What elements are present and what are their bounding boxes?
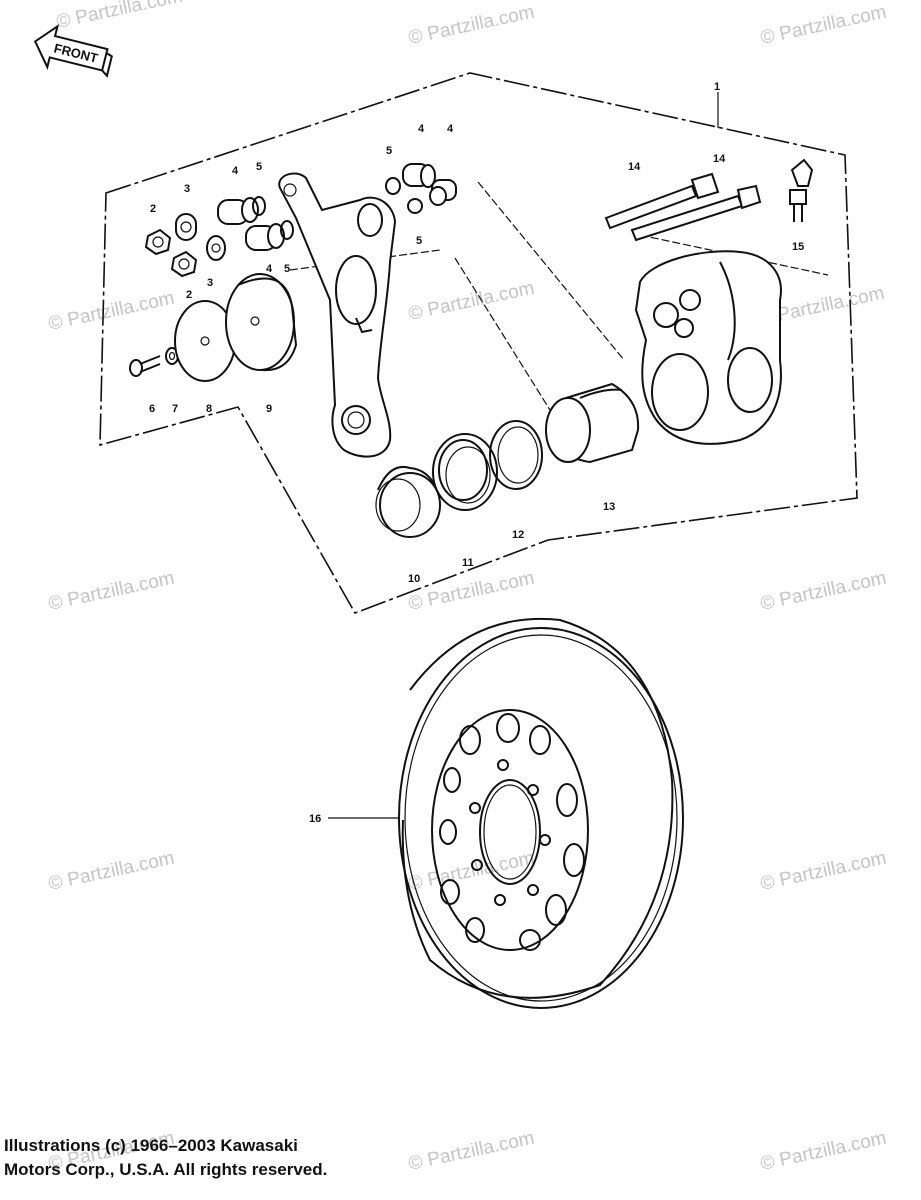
part-3-bushing-upper [175, 213, 197, 241]
callout-14: 14 [628, 161, 641, 173]
watermark: © Partzilla.com [55, 0, 185, 33]
part-5-ring-b [280, 220, 294, 240]
watermark: © Partzilla.com [759, 848, 889, 895]
callout-16: 16 [309, 813, 321, 825]
callout-4: 4 [418, 123, 425, 135]
watermark: © Partzilla.com [407, 2, 537, 49]
part-14-bolt-a [604, 172, 720, 230]
callout-9: 9 [266, 403, 272, 415]
watermark: © Partzilla.com [759, 1128, 889, 1175]
part-4-pin-a [217, 197, 259, 225]
watermark: © Partzilla.com [47, 288, 177, 335]
part-5-ring-d [407, 198, 423, 214]
part-4-pin-c [402, 163, 436, 188]
callout-5: 5 [256, 161, 262, 173]
copyright-notice: Illustrations (c) 1966–2003 Kawasaki Mot… [4, 1134, 327, 1182]
callout-3: 3 [207, 277, 213, 289]
copyright-line-2: Motors Corp., U.S.A. All rights reserved… [4, 1160, 328, 1179]
part-3-bushing-lower [206, 235, 226, 261]
caliper-bracket [278, 172, 397, 458]
copyright-line-1: Illustrations (c) 1966–2003 Kawasaki [4, 1136, 298, 1155]
callout-15: 15 [792, 241, 804, 253]
callout-3: 3 [184, 183, 190, 195]
callout-11: 11 [462, 557, 474, 569]
part-11-seal [432, 433, 498, 511]
part-10-cup [375, 466, 441, 538]
watermark: © Partzilla.com [47, 848, 177, 895]
part-13-piston [545, 382, 640, 464]
watermark-layer: © Partzilla.com © Partzilla.com © Partzi… [47, 0, 889, 1175]
callout-12: 12 [512, 529, 524, 541]
watermark: © Partzilla.com [47, 568, 177, 615]
callout-6: 6 [149, 403, 155, 415]
callout-7: 7 [172, 403, 178, 415]
callout-5: 5 [284, 263, 290, 275]
part-12-ring [489, 420, 543, 490]
part-5-ring-c [385, 177, 401, 195]
watermark: © Partzilla.com [407, 1128, 537, 1175]
watermark: © Partzilla.com [407, 848, 537, 895]
callout-1: 1 [714, 81, 720, 93]
watermark: © Partzilla.com [407, 278, 537, 325]
watermark: © Partzilla.com [407, 568, 537, 615]
callout-4: 4 [266, 263, 273, 275]
caliper-body [634, 250, 782, 445]
leader-lines [289, 92, 829, 819]
part-14-bolt-b [630, 184, 762, 242]
callout-8: 8 [206, 403, 212, 415]
watermark: © Partzilla.com [759, 2, 889, 49]
part-16-brake-disc [398, 617, 684, 1009]
part-4-pin-d [429, 179, 457, 206]
front-arrow-icon [33, 24, 109, 72]
part-2-nut-lower [170, 250, 198, 278]
callout-13: 13 [603, 501, 615, 513]
part-4-pin-b [245, 223, 285, 251]
callout-10: 10 [408, 573, 420, 585]
callout-5: 5 [416, 235, 422, 247]
caliper-assembly-boundary [99, 72, 858, 614]
callout-5: 5 [386, 145, 392, 157]
callout-4: 4 [232, 165, 239, 177]
part-9-cap [225, 273, 298, 372]
part-2-nut-upper [144, 228, 172, 256]
front-arrow: FRONT [33, 24, 113, 78]
callout-2: 2 [150, 203, 156, 215]
part-6-screw [129, 355, 161, 377]
part-15-bleeder [789, 158, 814, 222]
callouts: 1 2 2 3 3 4 4 4 4 5 5 5 5 6 7 8 9 10 11 … [149, 81, 804, 825]
part-5-ring-a [252, 196, 266, 216]
watermark: © Partzilla.com [759, 568, 889, 615]
callout-14: 14 [713, 153, 726, 165]
callout-4: 4 [447, 123, 454, 135]
callout-2: 2 [186, 289, 192, 301]
